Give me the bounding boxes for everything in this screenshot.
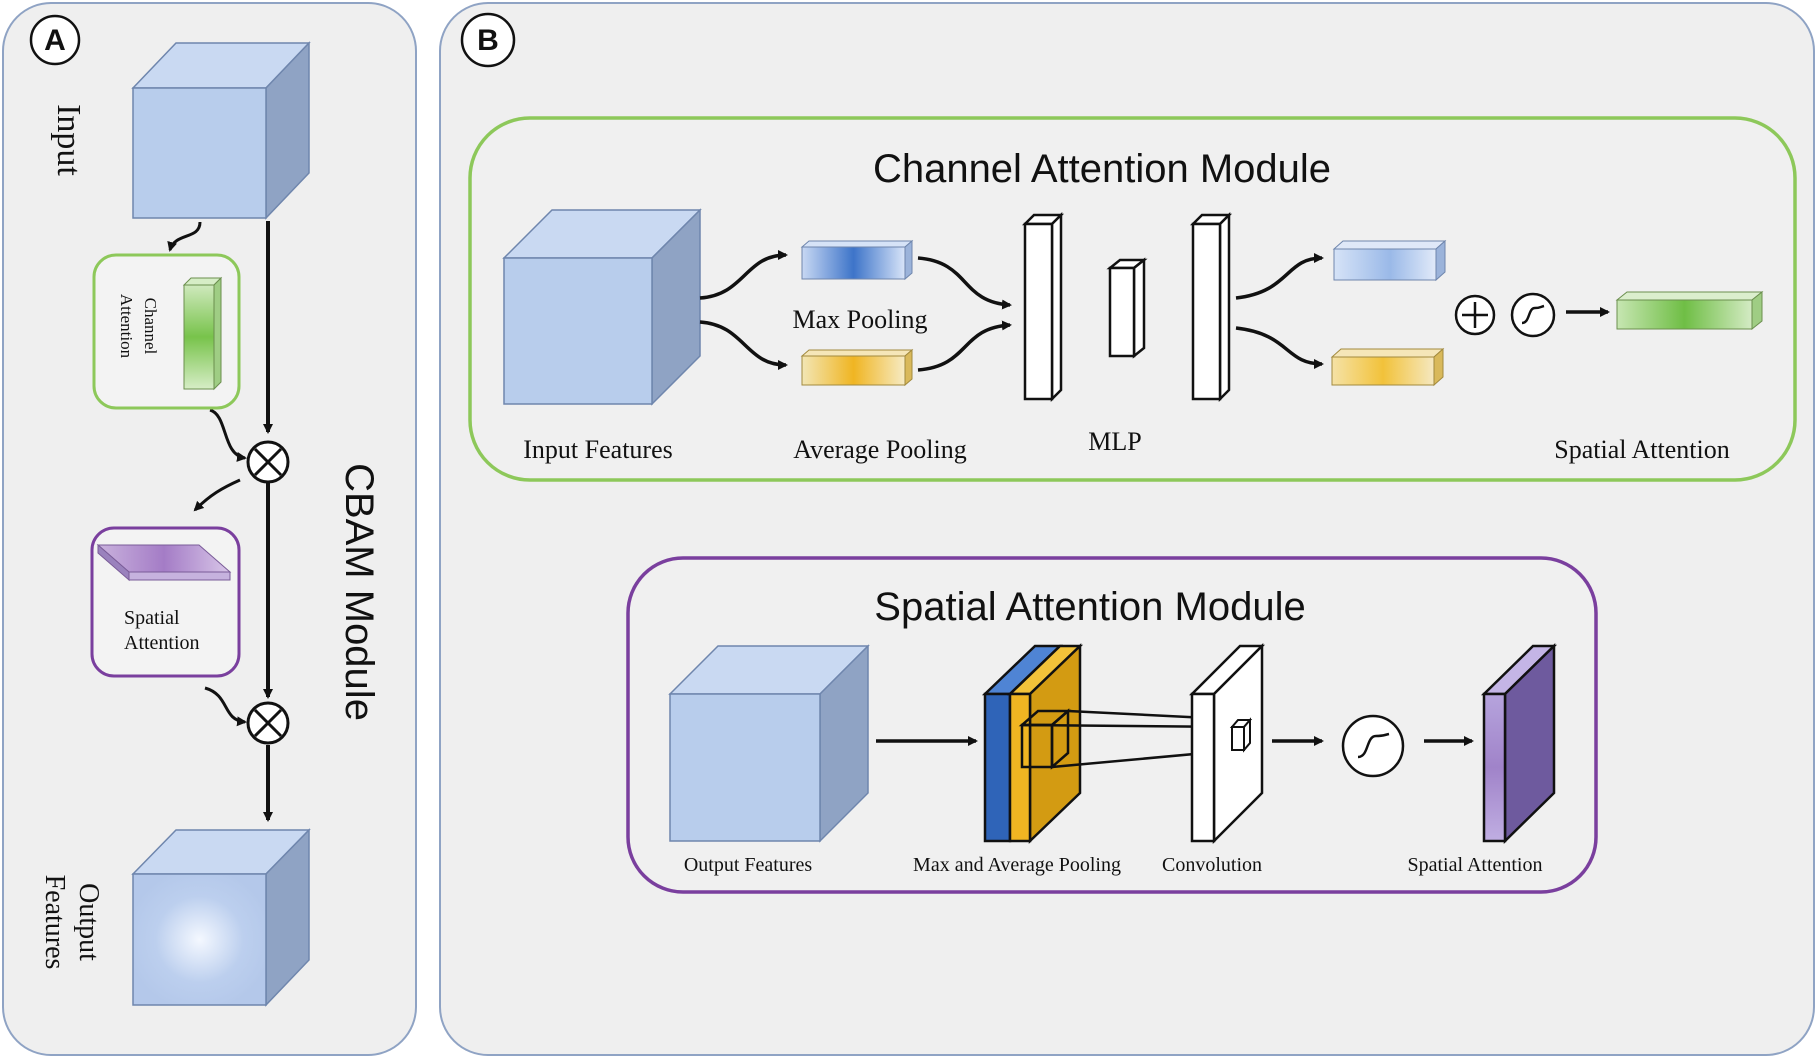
panel-a-badge: A — [29, 14, 81, 66]
output-features-cube — [668, 644, 870, 843]
panel-b-letter: B — [477, 24, 499, 57]
spatial-attention-label-2: Attention — [124, 632, 200, 654]
cbam-module-title: CBAM Module — [337, 463, 381, 721]
spatial-attention-label-1: Spatial — [124, 607, 180, 629]
panel-b: B Channel Attention Module Input Feature… — [439, 2, 1815, 1056]
convolution-label: Convolution — [1162, 854, 1262, 876]
output-cube — [131, 828, 311, 1007]
mlp-layer-2 — [1106, 257, 1148, 359]
avg-pool-bar — [800, 348, 914, 387]
max-pool-bar — [800, 239, 914, 281]
curve-to-avg-pool — [699, 320, 788, 370]
curve-arrow-channel-to-mult — [209, 408, 247, 462]
channel-spatial-attention-label: Spatial Attention — [1554, 435, 1730, 464]
mlp-layer-1 — [1021, 211, 1065, 403]
input-label: Input — [50, 104, 87, 176]
curve-avg-to-mlp — [917, 320, 1012, 372]
curve-arrow-to-spatial — [193, 478, 241, 512]
spatial-attention-module: Spatial Attention Module Output Features — [626, 556, 1598, 894]
curve-arrow-spatial-to-mult — [204, 686, 247, 727]
panel-a-badge-circle — [29, 14, 81, 66]
output-label-1: Output — [73, 883, 104, 961]
panel-b-badge: B — [460, 12, 516, 68]
output-features-label: Output Features — [684, 854, 813, 876]
input-cube — [131, 41, 311, 220]
sigmoid-icon — [1510, 292, 1556, 338]
multiply-circle-2 — [246, 701, 290, 745]
curve-mlp-to-lower — [1235, 326, 1324, 369]
input-features-label: Input Features — [523, 435, 672, 464]
spatial-module-title: Spatial Attention Module — [874, 585, 1305, 629]
channel-attention-label-2: Attention — [117, 294, 136, 359]
input-features-cube — [502, 208, 702, 406]
max-pooling-label: Max Pooling — [792, 305, 927, 334]
output-label-2: Features — [39, 875, 70, 970]
channel-attention-box: Channel Attention — [92, 253, 241, 410]
curve-mlp-to-upper — [1235, 253, 1324, 300]
plus-icon — [1454, 294, 1496, 336]
channel-module-title: Channel Attention Module — [873, 147, 1331, 191]
mlp-output-bar-upper — [1332, 239, 1447, 282]
spatial-attention-output — [1480, 643, 1558, 844]
pooling-slabs — [981, 643, 1084, 844]
mlp-output-bar-lower — [1330, 347, 1445, 387]
max-avg-pooling-label: Max and Average Pooling — [913, 854, 1121, 876]
channel-attention-module: Channel Attention Module Input Features … — [468, 116, 1797, 482]
curve-max-to-mlp — [917, 256, 1012, 310]
curve-to-max-pool — [699, 250, 788, 300]
curve-arrow-to-channel — [167, 221, 202, 252]
mlp-layer-3 — [1189, 211, 1233, 403]
panel-a-letter: A — [44, 24, 66, 57]
multiply-circle-1 — [246, 440, 290, 484]
spatial-output-label: Spatial Attention — [1408, 854, 1543, 876]
channel-attention-label-1: Channel — [141, 298, 160, 355]
channel-attention-output-bar — [1615, 290, 1764, 331]
convolution-plane — [1188, 642, 1266, 845]
average-pooling-label: Average Pooling — [793, 435, 967, 464]
spatial-attention-box: Spatial Attention — [90, 526, 241, 678]
spatial-sigmoid-icon — [1341, 714, 1405, 778]
panel-b-badge-circle — [460, 12, 516, 68]
mlp-label: MLP — [1088, 427, 1141, 456]
panel-a: A Input — [2, 2, 417, 1056]
